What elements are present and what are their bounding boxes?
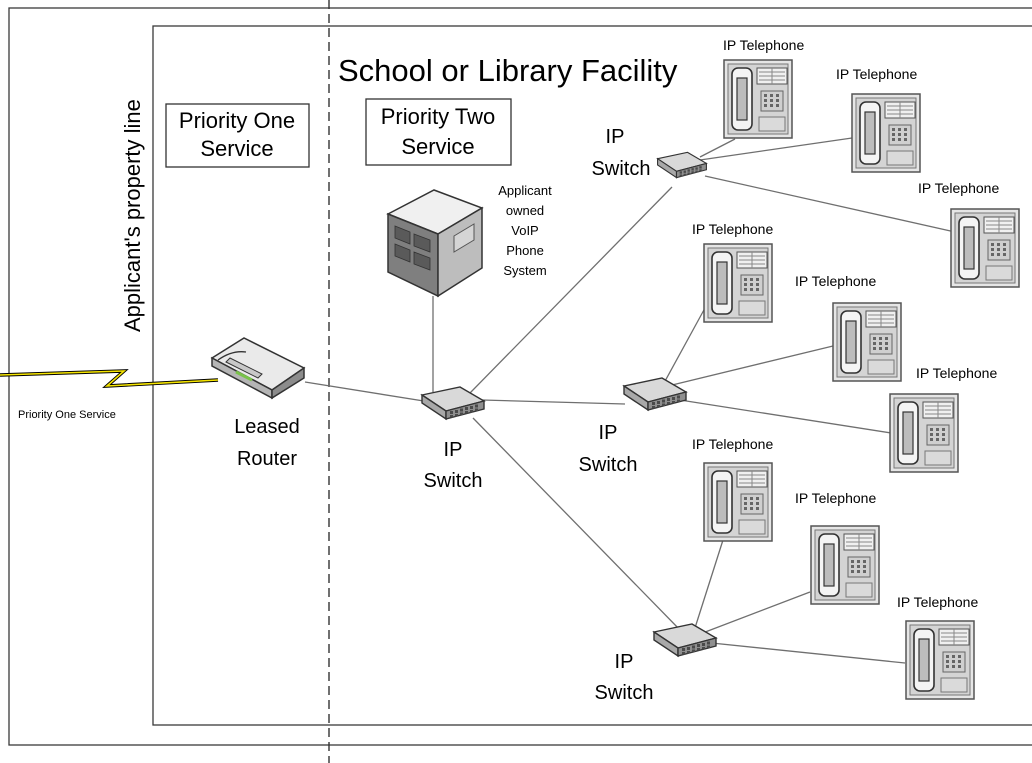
router-icon xyxy=(210,337,306,400)
voip-label-line4: Phone xyxy=(506,243,544,258)
ip-telephone-icon xyxy=(703,462,773,542)
telephone-label: IP Telephone xyxy=(918,180,999,196)
voip-label-line5: System xyxy=(503,263,546,278)
telephone-label: IP Telephone xyxy=(692,221,773,237)
priority-one-line2: Service xyxy=(200,136,273,161)
priority-one-link-label: Priority One Service xyxy=(18,409,116,421)
telephone-label: IP Telephone xyxy=(916,365,997,381)
ip-telephone-icon xyxy=(723,59,793,139)
priority-two-line2: Service xyxy=(401,134,474,159)
network-switch-icon xyxy=(653,623,717,657)
priority-one-box: Priority One Service xyxy=(165,103,310,168)
switch-label-bottom-ip: IP xyxy=(615,651,634,673)
property-line-label: Applicant's property line xyxy=(120,99,145,332)
network-switch-icon xyxy=(623,377,687,411)
switch-label-top-ip: IP xyxy=(606,126,625,148)
ip-telephone-icon xyxy=(851,93,921,173)
facility-title: School or Library Facility xyxy=(338,53,678,88)
switch-label-bottom-sw: Switch xyxy=(595,682,654,704)
facility-frame xyxy=(152,25,1032,726)
router-label-line1: Leased xyxy=(234,416,300,438)
switch-label-main-sw: Switch xyxy=(424,470,483,492)
telephone-label: IP Telephone xyxy=(836,66,917,82)
network-switch-icon xyxy=(656,151,708,179)
priority-two-line1: Priority Two xyxy=(381,104,496,129)
server-icon xyxy=(386,189,484,298)
switch-label-mid-sw: Switch xyxy=(579,454,638,476)
switch-label-mid-ip: IP xyxy=(599,422,618,444)
voip-label-line3: VoIP xyxy=(511,223,538,238)
ip-telephone-icon xyxy=(905,620,975,700)
outer-frame xyxy=(8,7,1032,746)
voip-system-label: Applicant owned VoIP Phone System xyxy=(498,183,552,278)
priority-one-line1: Priority One xyxy=(179,108,295,133)
ip-telephone-icon xyxy=(703,243,773,323)
ip-telephone-icon xyxy=(889,393,959,473)
telephone-label: IP Telephone xyxy=(795,490,876,506)
telephone-label: IP Telephone xyxy=(692,436,773,452)
voip-label-line2: owned xyxy=(506,203,544,218)
network-switch-icon xyxy=(421,386,485,420)
telephone-label: IP Telephone xyxy=(723,37,804,53)
telephone-label: IP Telephone xyxy=(897,594,978,610)
ip-telephone-icon xyxy=(950,208,1020,288)
router-label-line2: Router xyxy=(237,448,297,470)
switch-label-main-ip: IP xyxy=(444,439,463,461)
network-links xyxy=(304,137,956,664)
telephone-label: IP Telephone xyxy=(795,273,876,289)
ip-telephone-icon xyxy=(810,525,880,605)
priority-two-box: Priority Two Service xyxy=(365,98,512,166)
ip-telephone-icon xyxy=(832,302,902,382)
lightning-bolt-icon xyxy=(0,369,219,389)
switch-label-top-sw: Switch xyxy=(592,158,651,180)
voip-label-line1: Applicant xyxy=(498,183,552,198)
